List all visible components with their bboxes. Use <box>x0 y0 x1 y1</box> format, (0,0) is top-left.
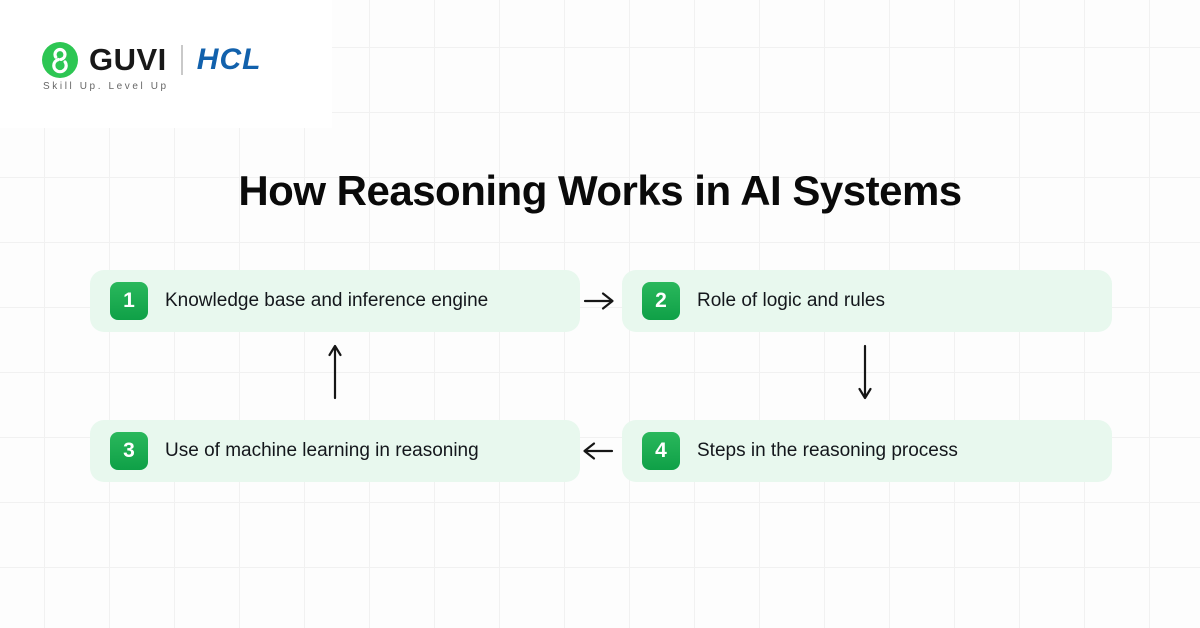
step-label: Knowledge base and inference engine <box>165 290 489 311</box>
step-label: Role of logic and rules <box>697 290 885 311</box>
brand-tagline: Skill Up. Level Up <box>43 81 169 92</box>
brand-lockup: GUVI HCL <box>42 42 261 78</box>
arrow-down-icon <box>857 343 873 401</box>
hcl-wordmark: HCL <box>196 43 262 76</box>
step-label: Use of machine learning in reasoning <box>165 440 479 461</box>
page-title: How Reasoning Works in AI Systems <box>238 167 962 214</box>
arrow-right-icon <box>582 289 616 313</box>
step-label: Steps in the reasoning process <box>697 440 958 461</box>
guvi-wordmark: GUVI <box>89 42 167 77</box>
step-number-badge: 1 <box>110 282 148 320</box>
logo-divider <box>180 45 183 75</box>
step-number-badge: 4 <box>642 432 680 470</box>
step-box-2: 2 Role of logic and rules <box>622 270 1112 332</box>
arrow-left-icon <box>581 439 615 463</box>
step-box-1: 1 Knowledge base and inference engine <box>90 270 580 332</box>
guvi-g-icon <box>42 42 78 78</box>
arrow-up-icon <box>327 343 343 401</box>
logo-card: GUVI HCL Skill Up. Level Up <box>0 0 332 128</box>
step-number-badge: 3 <box>110 432 148 470</box>
step-box-3: 3 Use of machine learning in reasoning <box>90 420 580 482</box>
step-box-4: 4 Steps in the reasoning process <box>622 420 1112 482</box>
step-number-badge: 2 <box>642 282 680 320</box>
